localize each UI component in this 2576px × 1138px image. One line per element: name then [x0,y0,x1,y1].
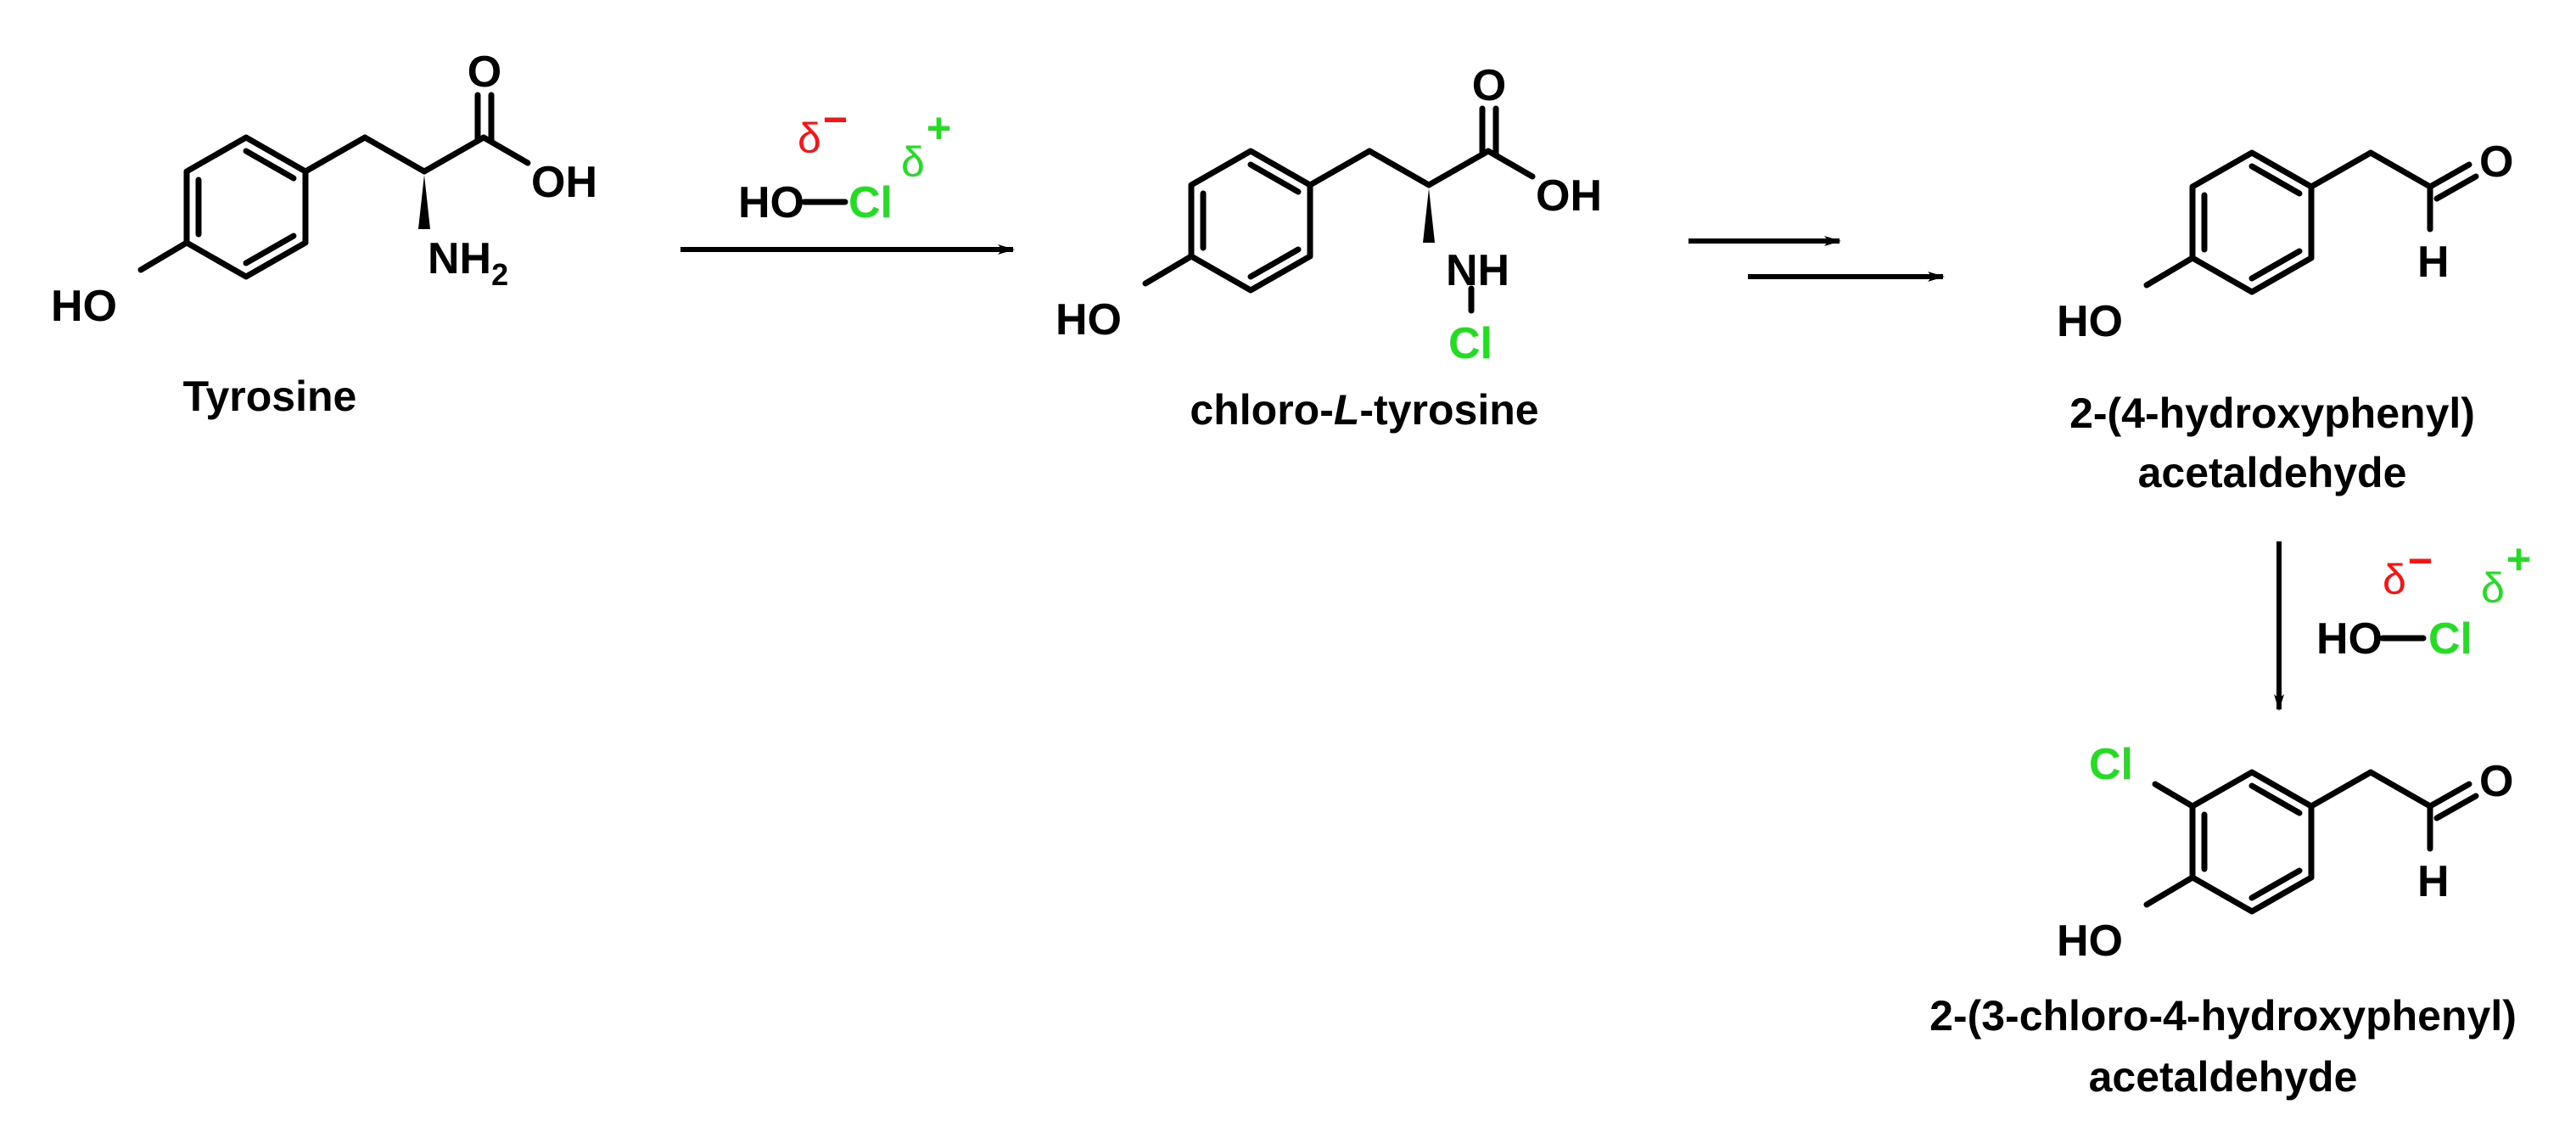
hydroxyphenylacetaldehyde-structure: O H HO 2-(4-hydroxyphenyl) acetaldehyde [2057,137,2513,496]
chlorotyrosine-acid-label: OH [1536,171,1602,221]
reagent-1-delta-plus: δ+ [901,104,951,186]
hpa-ring-double-3 [2248,248,2303,282]
chlorotyrosine-wedge-bond [1423,188,1435,243]
tyrosine-ch2-bond [302,134,368,175]
hpa-ring [2189,149,2315,295]
chlorotyrosine-structure: O OH HO NH Cl chloro-L-tyrosine [1056,61,1602,434]
chlorotyrosine-hydroxyl-label: HO [1056,295,1122,345]
tyrosine-ho-bond [137,239,190,273]
hpa-ho-bond [2143,255,2196,289]
hpa-co-double-b [2433,173,2479,202]
chlorotyrosine-ring-double-3 [1247,246,1302,280]
chpa-ring-double-2 [2248,782,2303,816]
tyrosine-carbonyl-oxygen: O [468,48,501,97]
hpa-cho-bond [2367,149,2433,190]
tyrosine-ring [183,134,309,280]
chlorotyrosine-oh-bond [1485,148,1536,180]
reagent-1-ho: HO [738,178,804,227]
chlorotyrosine-carbonyl-oxygen: O [1472,61,1506,110]
reagent-1-delta-minus: δ− [798,96,848,162]
hpa-ch2-bond [2308,149,2374,190]
reagent-2-delta-minus: δ− [2383,537,2433,603]
hpa-co-double-a [2427,161,2472,190]
chloro-hydroxyphenylacetaldehyde-structure: Cl O H HO 2-(3-chloro-4-hydroxyphenyl) a… [1929,740,2517,1101]
hpa-hydroxyl-label: HO [2057,297,2123,346]
reagent-hocl-2: δ− δ+ HO Cl [2316,535,2531,664]
chlorotyrosine-name: chloro-L-tyrosine [1190,386,1538,434]
tyrosine-acid-label: OH [531,158,597,207]
tyrosine-name: Tyrosine [183,373,357,420]
reagent-hocl-1: δ− δ+ HO Cl [738,96,951,227]
chlorotyrosine-ring [1188,148,1313,294]
hpa-hydrogen: H [2417,238,2450,287]
chpa-co-double-a [2427,781,2472,810]
tyrosine-amine-subscript: 2 [491,257,508,292]
chpa-cl-bond [2152,781,2196,810]
chpa-name-line1: 2-(3-chloro-4-hydroxyphenyl) [1929,992,2517,1040]
tyrosine-amine-label: NH2 [428,234,508,292]
reagent-2-minus-sign: − [2408,537,2433,585]
hpa-oxygen: O [2479,137,2513,187]
tyrosine-bonds [137,92,531,280]
chlorotyrosine-ch2-bond [1307,148,1373,188]
chpa-hydroxyl-label: HO [2057,917,2123,966]
reagent-1-plus-sign: + [927,104,951,152]
chpa-name-line2: acetaldehyde [2089,1053,2358,1101]
chpa-ring [2189,769,2315,915]
tyrosine-calpha-bond [361,134,428,175]
reagent-1-cl: Cl [848,178,893,227]
tyrosine-oh-bond [480,134,531,166]
reagent-2-plus-sign: + [2506,535,2531,583]
chlorotyrosine-carbonyl-bond [1425,148,1492,188]
reagent-2-cl: Cl [2428,614,2472,664]
tyrosine-amine-nh: NH [428,234,491,283]
chpa-ch2-bond [2308,769,2374,810]
chpa-hydrogen: H [2417,857,2450,906]
tyrosine-structure: O OH HO NH2 Tyrosine [51,48,597,420]
tyrosine-ring-double-3 [243,233,297,266]
chpa-ho-bond [2143,874,2196,908]
tyrosine-ring-double-2 [243,148,297,182]
chpa-oxygen: O [2479,757,2513,806]
chpa-cl-label: Cl [2089,740,2133,789]
reagent-2-ho: HO [2316,614,2383,664]
reagent-1-minus-sign: − [823,96,848,143]
chlorotyrosine-ho-bond [1142,253,1195,287]
chlorotyrosine-calpha-bond [1366,148,1432,188]
tyrosine-carbonyl-bond [421,134,487,175]
chlorotyrosine-cl-label: Cl [1448,319,1492,368]
hpa-name-line1: 2-(4-hydroxyphenyl) [2069,390,2475,437]
chpa-ring-double-3 [2248,867,2303,901]
tyrosine-wedge-bond [418,175,430,229]
hpa-ring-double-2 [2248,163,2303,197]
chpa-cho-bond [2367,769,2433,810]
chlorotyrosine-ring-double-2 [1247,161,1302,195]
chlorotyrosine-nh-label: NH [1446,246,1509,295]
reagent-2-delta-plus: δ+ [2481,535,2531,612]
tyrosine-hydroxyl-label: HO [51,282,117,331]
hpa-name-line2: acetaldehyde [2138,449,2407,496]
chpa-co-double-b [2433,793,2479,821]
